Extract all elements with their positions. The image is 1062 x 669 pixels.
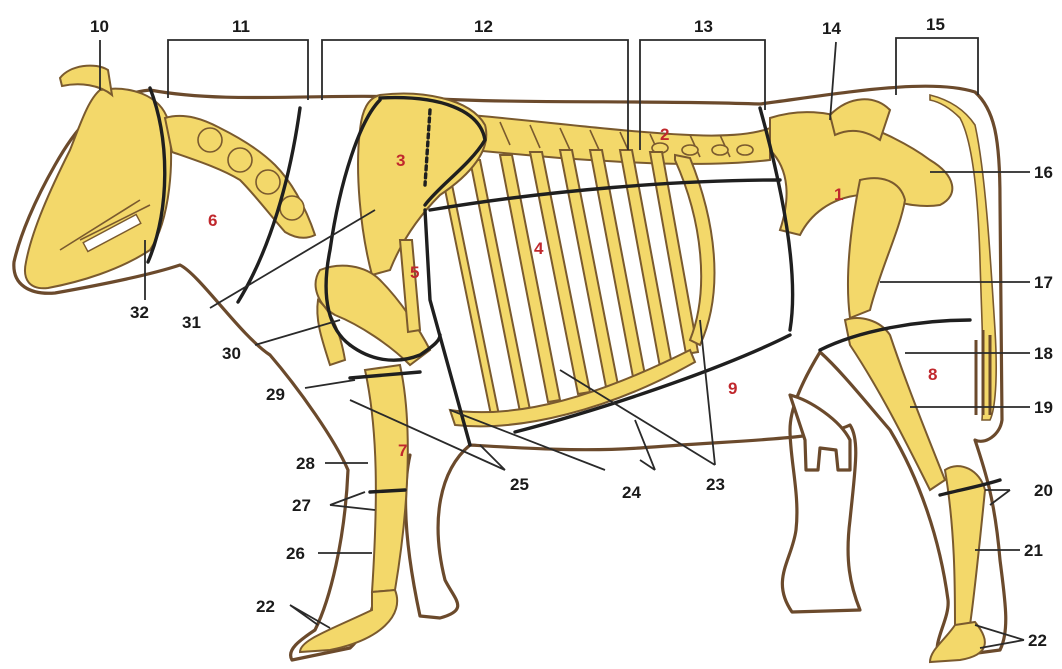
label-23: 23 [706,475,725,494]
region-9: 9 [728,379,737,398]
label-24: 24 [622,483,641,502]
label-27: 27 [292,496,311,515]
label-12: 12 [474,17,493,36]
label-20: 20 [1034,481,1053,500]
label-31: 31 [182,313,201,332]
label-29: 29 [266,385,285,404]
region-7: 7 [398,441,407,460]
label-10: 10 [90,17,109,36]
label-15: 15 [926,15,945,34]
label-22-fore: 22 [256,597,275,616]
label-17: 17 [1034,273,1053,292]
label-11: 11 [232,17,250,36]
label-28: 28 [296,454,315,473]
region-8: 8 [928,365,937,384]
region-1: 1 [834,185,843,204]
label-30: 30 [222,344,241,363]
label-32: 32 [130,303,149,322]
region-4: 4 [534,239,544,258]
label-22-hind: 22 [1028,631,1047,650]
region-6: 6 [208,211,217,230]
label-14: 14 [822,19,841,38]
label-13: 13 [694,17,713,36]
label-21: 21 [1024,541,1043,560]
region-3: 3 [396,151,405,170]
label-25: 25 [510,475,529,494]
label-26: 26 [286,544,305,563]
horn [60,66,112,95]
region-5: 5 [410,263,419,282]
label-19: 19 [1034,398,1053,417]
label-16: 16 [1034,163,1053,182]
label-18: 18 [1034,344,1053,363]
region-2: 2 [660,125,669,144]
